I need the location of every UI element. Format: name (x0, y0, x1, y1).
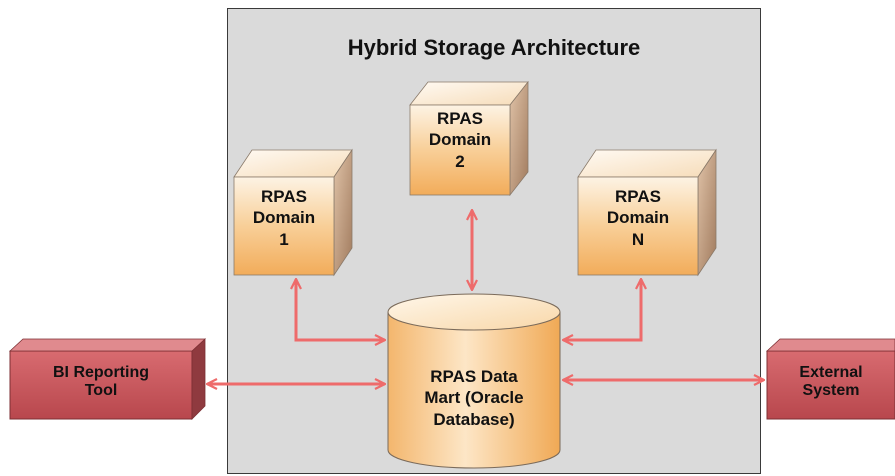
arrow-domainn-datamart (563, 279, 641, 340)
diagram-title: Hybrid Storage Architecture (347, 35, 641, 60)
domain-2-label-line3: 2 (455, 151, 465, 171)
domain-1-cube (233, 148, 353, 277)
domain-n-label: RPAS Domain N (578, 186, 698, 250)
arrow-domain1-datamart (296, 279, 385, 340)
domain-2-label-line1: RPAS (437, 109, 483, 128)
domain-2-label-line2: Domain (428, 130, 492, 150)
domain-2-cube (409, 80, 529, 197)
data-mart-label-line3: Database) (433, 409, 515, 429)
bi-reporting-tool-box (8, 338, 207, 420)
external-system-box (765, 338, 895, 420)
domain-n-label-line3: N (631, 229, 645, 249)
data-mart-label: RPAS Data Mart (Oracle Database) (388, 366, 560, 430)
domain-1-label-line1: RPAS (261, 187, 307, 206)
connector-arrows (207, 210, 764, 384)
bi-tool-label-line1: BI Reporting (53, 364, 149, 381)
bi-tool-label-line2: Tool (84, 382, 118, 400)
external-label-line2: System (802, 382, 860, 400)
external-system-label: External System (767, 364, 895, 401)
external-label-line1: External (799, 364, 863, 381)
domain-1-label-line2: Domain (252, 208, 316, 228)
domain-n-label-line1: RPAS (615, 187, 661, 206)
domain-1-label: RPAS Domain 1 (234, 186, 334, 250)
data-mart-label-line2: Mart (Oracle (424, 388, 524, 408)
domain-1-label-line3: 1 (279, 229, 289, 249)
domain-2-label: RPAS Domain 2 (410, 108, 510, 172)
domain-n-cube (577, 148, 717, 277)
domain-n-label-line2: Domain (606, 208, 670, 228)
data-mart-label-line1: RPAS Data (430, 367, 518, 386)
data-mart-cylinder (387, 293, 561, 469)
bi-reporting-tool-label: BI Reporting Tool (10, 364, 192, 401)
